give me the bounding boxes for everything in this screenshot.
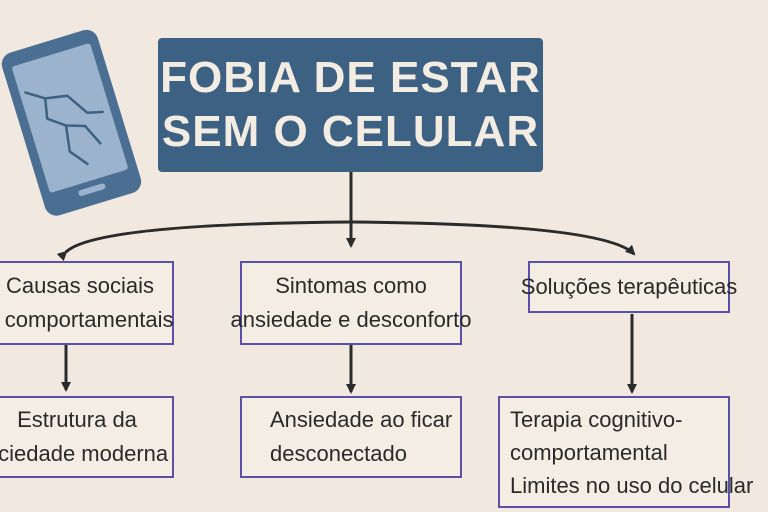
- node-therapy-line-2: comportamental: [510, 439, 668, 465]
- title-line-2: SEM O CELULAR: [161, 107, 540, 156]
- branch-curve: [56, 220, 636, 262]
- node-anxiety-line-1: Ansiedade ao ficar: [270, 407, 453, 432]
- node-structure: Estrutura da ociedade moderna: [0, 396, 174, 478]
- node-causes-line-2: e comportamentais: [0, 307, 174, 332]
- node-solutions-line-1: Soluções terapêuticas: [520, 274, 738, 299]
- node-therapy-line-3: Limites no uso do celular: [510, 472, 754, 498]
- node-therapy: Terapia cognitivo- comportamental Limite…: [498, 396, 753, 508]
- node-causes: Causas sociais e comportamentais: [0, 261, 174, 345]
- node-structure-line-2: ociedade moderna: [0, 441, 169, 466]
- node-structure-line-1: Estrutura da: [17, 407, 137, 432]
- node-anxiety-line-2: desconectado: [270, 441, 407, 466]
- cracked-phone-icon: [1, 29, 142, 216]
- node-symptoms: Sintomas como ansiedade e desconforto: [231, 261, 471, 345]
- node-therapy-line-1: Terapia cognitivo-: [510, 406, 683, 432]
- node-solutions: Soluções terapêuticas: [521, 261, 737, 313]
- title-box: FOBIA DE ESTAR SEM O CELULAR: [158, 38, 543, 172]
- node-causes-line-1: Causas sociais: [6, 273, 154, 298]
- node-symptoms-line-1: Sintomas como: [275, 273, 427, 298]
- title-line-1: FOBIA DE ESTAR: [160, 53, 541, 102]
- node-anxiety: Ansiedade ao ficar desconectado: [240, 396, 462, 478]
- node-symptoms-line-2: ansiedade e desconforto: [230, 307, 472, 332]
